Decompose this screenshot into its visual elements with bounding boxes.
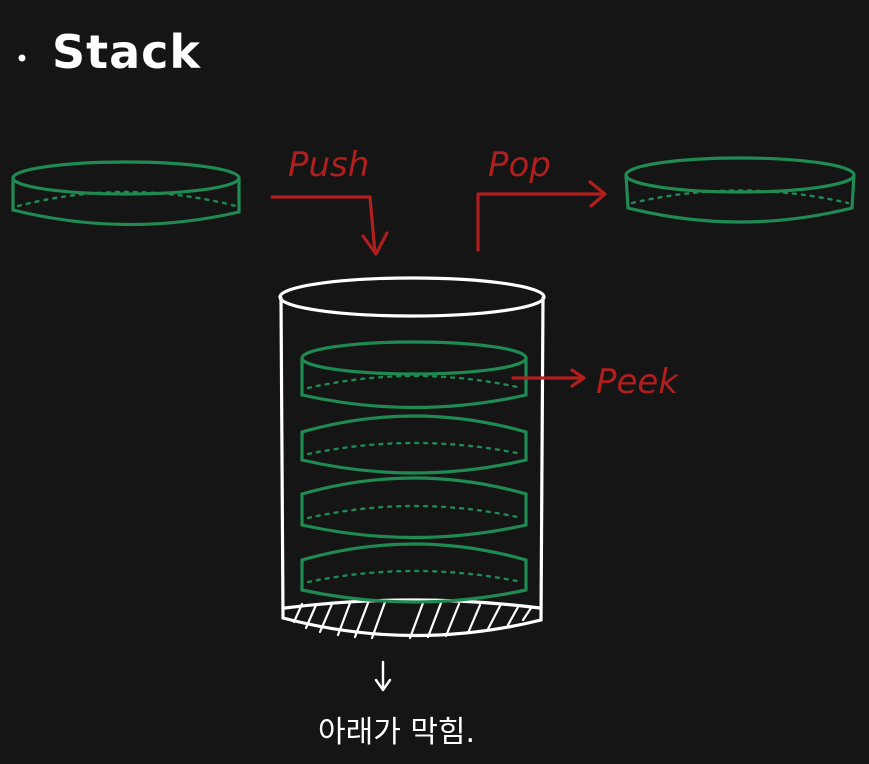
pop-label: Pop <box>488 145 551 185</box>
disk-incoming <box>11 160 241 227</box>
down-arrow <box>374 660 392 692</box>
peek-label: Peek <box>596 362 679 402</box>
stack-disk-4 <box>300 542 528 604</box>
bottom-blocked-note: 아래가 막힘. <box>318 715 475 750</box>
disk-outgoing <box>624 156 856 224</box>
stack-disk-3 <box>300 476 528 540</box>
stack-disk-2 <box>300 414 528 475</box>
push-label: Push <box>288 145 369 185</box>
title-bullet <box>18 54 26 62</box>
stack-container <box>278 276 546 638</box>
push-arrow <box>270 195 389 256</box>
container-bottom-hatch <box>283 598 542 640</box>
diagram-title: Stack <box>52 25 201 79</box>
peek-arrow <box>511 368 586 388</box>
pop-arrow <box>476 180 607 252</box>
stack-disk-1 <box>300 340 528 410</box>
